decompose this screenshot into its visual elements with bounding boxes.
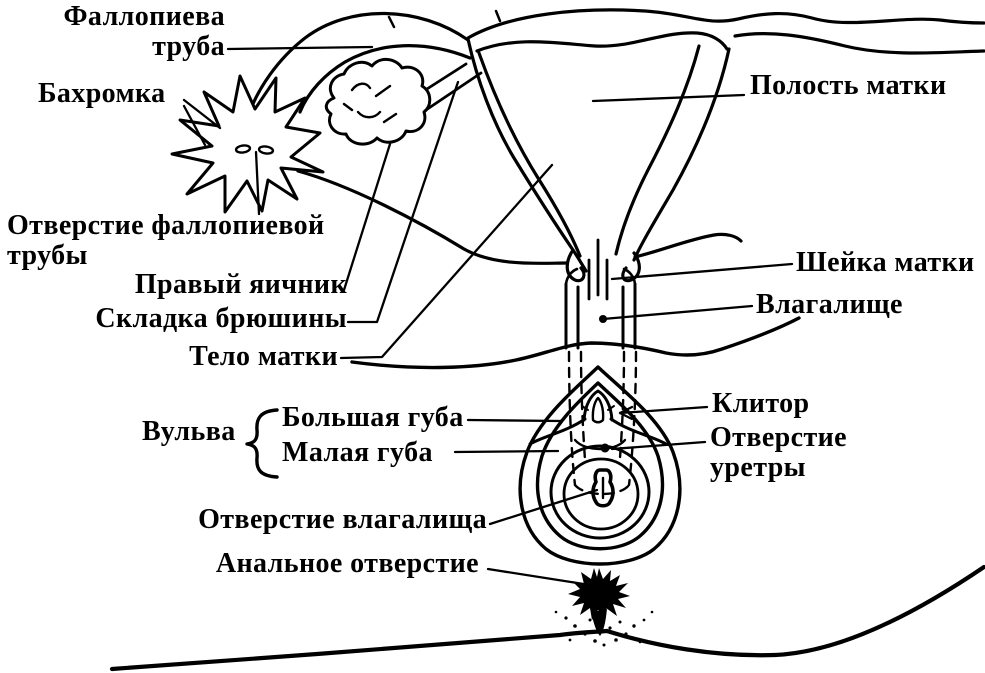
label-cervix: Шейка матки [796,247,975,278]
leader-vaginal-opening [488,488,599,526]
leader-lines [182,45,794,587]
leader-fallopian-tube [226,45,374,51]
leader-uterus-body [339,163,554,360]
leader-vagina [601,304,754,321]
fimbria-drawing [170,74,325,214]
leader-anal-opening [486,567,592,587]
label-fallopian-tube: Фаллопиева труба [63,1,225,63]
label-vulva: Вульва [142,416,236,447]
label-right-ovary: Правый яичник [134,269,347,300]
label-labia-majora: Большая губа [282,402,464,433]
fallopian-tube-drawing [246,11,472,118]
label-vaginal-opening: Отверстие влагалища [198,504,487,535]
uterus-drawing [296,8,985,301]
label-fimbria: Бахромка [38,78,166,109]
urethral-opening-dot [600,443,610,453]
label-clitoris: Клитор [712,388,810,419]
leader-uterine-cavity [591,93,746,103]
vulva-brace [245,408,279,479]
leader-cervix [610,262,794,281]
leader-fimbria [182,98,222,147]
vulva-drawing [518,365,682,566]
anus-drawing [109,564,985,672]
vaginal-opening-slit [591,468,615,508]
label-uterus-body: Тело матки [189,341,338,372]
label-uterine-cavity: Полость матки [750,70,947,101]
label-fallopian-opening: Отверстие фаллопиевой трубы [7,210,325,272]
leader-clitoris [618,405,709,421]
leader-fallopian-opening [254,150,261,216]
label-labia-minora: Малая губа [282,437,433,468]
label-anal-opening: Анальное отверстие [215,548,479,579]
leader-peritoneal-fold [346,80,460,324]
stipple-dots [554,610,654,647]
leader-right-ovary [342,142,392,292]
leader-labia-minora [453,449,560,454]
leader-labia-majora [466,418,563,423]
label-vagina: Влагалище [756,289,903,320]
leader-urethra [610,440,707,451]
label-urethral-opening: Отверстие уретры [710,422,847,484]
label-peritoneal-fold: Складка брюшины [95,303,347,334]
ovary-drawing [324,58,432,146]
